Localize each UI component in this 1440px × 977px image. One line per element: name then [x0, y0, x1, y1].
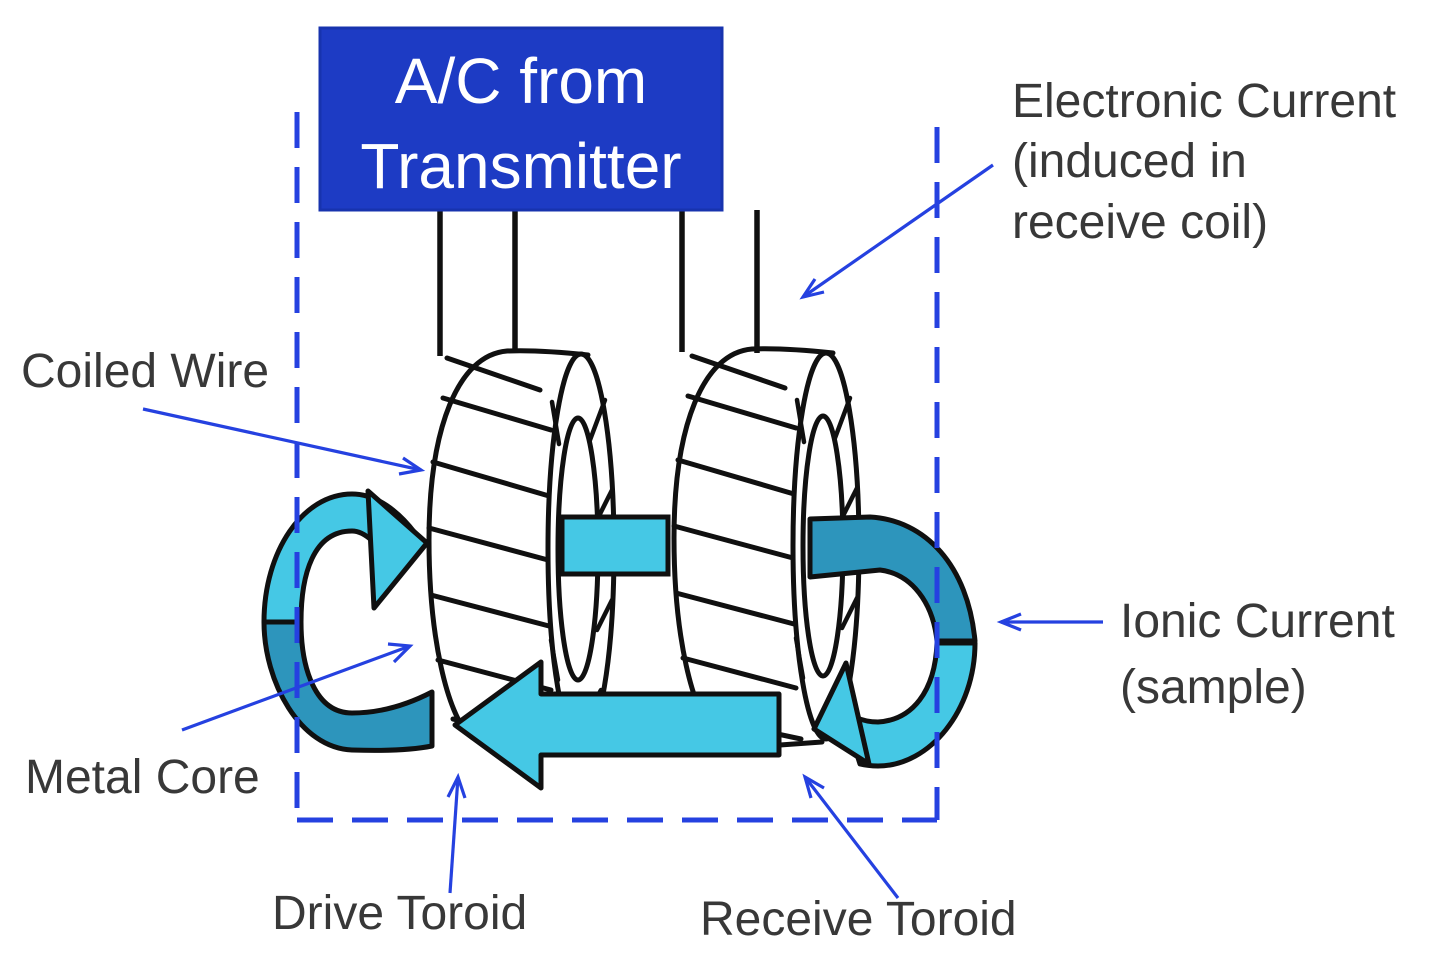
- ionic-return-arrow-icon: [452, 659, 782, 791]
- label-ionic-current-line2: (sample): [1120, 661, 1307, 714]
- transmitter-box: A/C from Transmitter: [318, 26, 724, 212]
- label-electronic-current-line1: Electronic Current: [1012, 75, 1396, 128]
- transmitter-box-bg: [318, 26, 724, 212]
- label-electronic-current-line2: (induced in: [1012, 135, 1247, 188]
- sample-boundary-dashed-border: [294, 112, 940, 823]
- loop-arrowhead-icon: [811, 660, 872, 767]
- drive-toroid-leader-arrow-icon: [446, 772, 467, 894]
- electronic-current-leader-arrow-icon: [799, 163, 994, 300]
- receive-toroid-flux-loop: [807, 514, 978, 769]
- label-ionic-current-line1: Ionic Current: [1120, 595, 1395, 648]
- label-drive-toroid: Drive Toroid: [272, 887, 527, 940]
- leader-arrows: [142, 163, 1103, 899]
- metal-core-leader-arrow-icon: [181, 642, 414, 732]
- label-receive-toroid: Receive Toroid: [700, 893, 1017, 946]
- drive-toroid: [426, 348, 617, 751]
- transmitter-box-line1: A/C from: [395, 45, 647, 117]
- loop-arrowhead-icon: [365, 488, 430, 611]
- ionic-current-leader-arrow-icon: [996, 612, 1103, 632]
- label-coiled-wire: Coiled Wire: [21, 345, 269, 398]
- label-electronic-current-line3: receive coil): [1012, 196, 1268, 249]
- label-metal-core: Metal Core: [25, 751, 260, 804]
- coiled-wire-leader-arrow-icon: [142, 407, 426, 476]
- ionic-current-bar: [559, 514, 671, 577]
- receive-toroid-leader-arrow-icon: [802, 773, 900, 899]
- drive-toroid-flux-loop: [261, 488, 435, 753]
- annotation-labels: Coiled Wire Metal Core Electronic Curren…: [21, 75, 1396, 946]
- transmitter-wires: [437, 210, 760, 356]
- transmitter-box-line2: Transmitter: [360, 130, 681, 202]
- loop-band-dark: [261, 619, 435, 753]
- loop-band-light: [838, 640, 978, 769]
